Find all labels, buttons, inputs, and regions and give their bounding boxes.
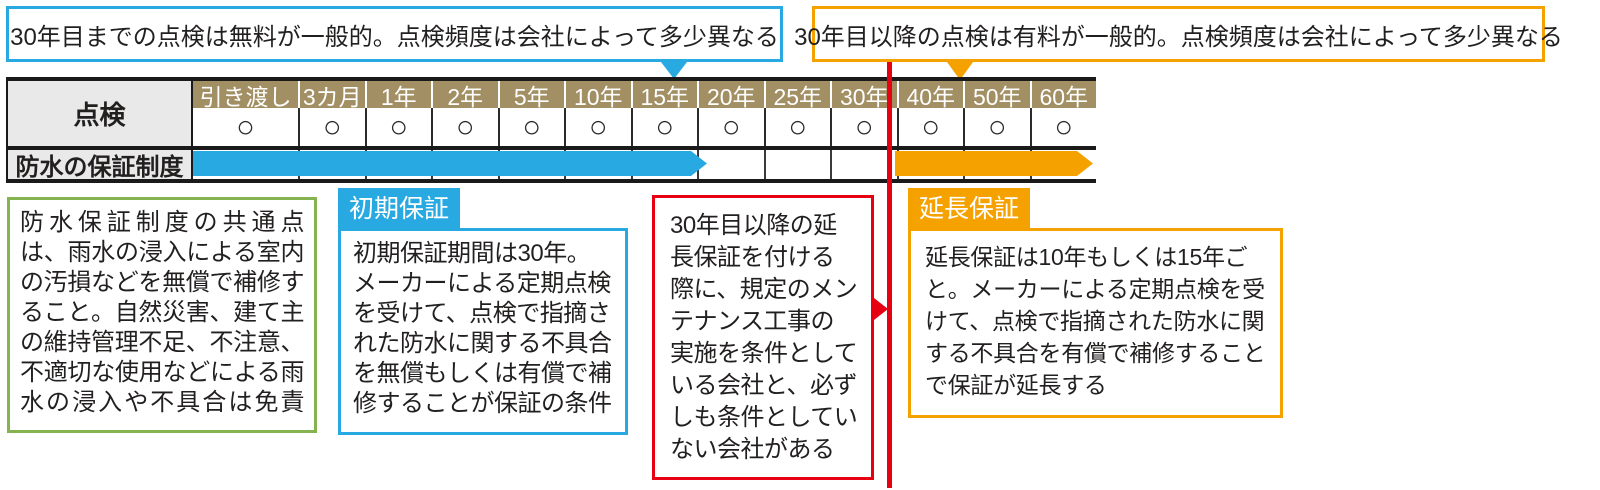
inspection-mark: ○	[630, 108, 697, 146]
inspection-mark: ○	[1029, 108, 1096, 146]
timeline-column-header: 20年	[697, 81, 764, 110]
timeline-column-header: 50年	[963, 81, 1030, 110]
timeline-column-header: 60年	[1029, 81, 1096, 110]
timeline-column-header: 1年	[364, 81, 431, 110]
table-border-left	[6, 77, 8, 183]
table-border-bottom	[6, 179, 1096, 183]
timeline-header-row: 引き渡し 3カ月 1年 2年 5年 10年 15年 20年 25年 30年 40…	[193, 81, 1096, 110]
timeline-column-header: 40年	[896, 81, 963, 110]
pointer-right-red-icon	[874, 298, 888, 320]
inspection-mark: ○	[763, 108, 830, 146]
timeline-column-header: 15年	[630, 81, 697, 110]
inspection-mark: ○	[830, 108, 897, 146]
timeline-column-header: 引き渡し	[193, 81, 298, 110]
initial-warranty-arrow	[193, 151, 707, 176]
timeline-column-header: 30年	[830, 81, 897, 110]
thirty-year-divider-line	[887, 62, 892, 488]
inspection-mark: ○	[431, 108, 498, 146]
table-thick-separator	[6, 146, 1096, 150]
initial-warranty-tab: 初期保証	[338, 188, 461, 230]
note-extension-condition: 30年目以降の延 長保証を付ける 際に、規定のメン テナンス工事の 実施を条件と…	[652, 195, 874, 480]
timeline-column-header: 10年	[564, 81, 631, 110]
inspection-mark: ○	[497, 108, 564, 146]
callout-paid-inspection: 30年目以降の点検は有料が一般的。点検頻度は会社によって多少異なる	[794, 6, 1563, 62]
note-warranty-common-points: 防水保証制度の共通点 は、雨水の浸入による室内 の汚損などを無償で補修す ること…	[7, 197, 317, 433]
row-label-inspection: 点検	[8, 81, 193, 146]
timeline-column-header: 2年	[431, 81, 498, 110]
callout-pointer-down-orange-icon	[947, 62, 973, 80]
timeline-column-header: 5年	[497, 81, 564, 110]
table-border-top	[6, 77, 1096, 81]
row-label-waterproof-warranty: 防水の保証制度	[8, 150, 193, 181]
inspection-mark: ○	[298, 108, 365, 146]
note-initial-warranty: 初期保証期間は30年。 メーカーによる定期点検 を受けて、点検で指摘さ れた防水…	[338, 228, 628, 435]
extended-warranty-arrow	[895, 151, 1093, 176]
inspection-mark: ○	[564, 108, 631, 146]
inspection-mark: ○	[193, 108, 298, 146]
callout-free-inspection-text: 30年目までの点検は無料が一般的。点検頻度は会社によって多少異なる	[10, 23, 779, 51]
callout-pointer-down-blue-icon	[661, 62, 687, 79]
timeline-column-header: 3カ月	[298, 81, 365, 110]
inspection-mark: ○	[697, 108, 764, 146]
inspection-mark: ○	[364, 108, 431, 146]
inspection-mark: ○	[896, 108, 963, 146]
timeline-column-header: 25年	[763, 81, 830, 110]
inspection-mark: ○	[963, 108, 1030, 146]
extended-warranty-tab: 延長保証	[908, 188, 1031, 230]
note-extended-warranty: 延長保証は10年もしくは15年ご と。メーカーによる定期点検を受 けて、点検で指…	[908, 228, 1283, 418]
callout-free-inspection: 30年目までの点検は無料が一般的。点検頻度は会社によって多少異なる	[6, 6, 783, 62]
inspection-marks-row: ○ ○ ○ ○ ○ ○ ○ ○ ○ ○ ○ ○ ○	[193, 108, 1096, 146]
callout-paid-inspection-text: 30年目以降の点検は有料が一般的。点検頻度は会社によって多少異なる	[794, 23, 1563, 51]
inspection-schedule-table: 点検 防水の保証制度 引き渡し 3カ月 1年 2年 5年 10年 15年 20年…	[6, 77, 1096, 183]
